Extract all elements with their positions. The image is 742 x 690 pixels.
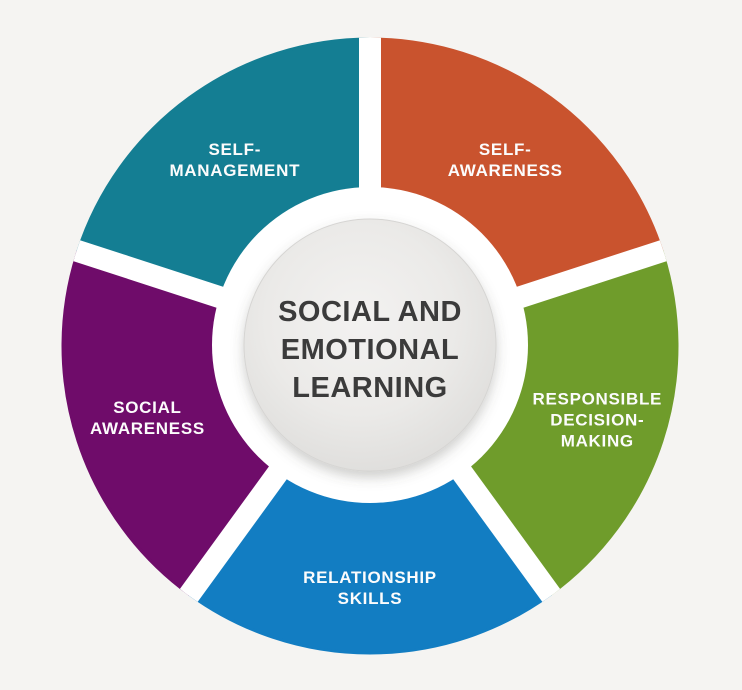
- segment-label-relationship-skills: RELATIONSHIP SKILLS: [303, 567, 437, 609]
- segment-label-line: RELATIONSHIP: [303, 568, 437, 587]
- segment-label-line: AWARENESS: [447, 160, 563, 180]
- segment-label-line: SELF-: [208, 139, 262, 159]
- segment-label-self-awareness: SELF-AWARENESS: [448, 139, 563, 181]
- center-title-line-1: SOCIAL AND: [278, 296, 462, 328]
- center-title-line-3: LEARNING: [292, 372, 448, 404]
- center-title: SOCIAL AND EMOTIONAL LEARNING: [278, 293, 462, 407]
- segment-label-line: SELF-: [478, 139, 532, 159]
- segment-label-line: DECISION-: [550, 410, 645, 430]
- segment-label-self-management: SELF-MANAGEMENT: [169, 139, 300, 181]
- segment-label-line: RESPONSIBLE: [532, 389, 663, 409]
- center-circle: [243, 218, 497, 472]
- center-title-line-2: EMOTIONAL: [280, 334, 460, 366]
- segment-label-line: AWARENESS: [89, 419, 205, 439]
- segment-label-line: MAKING: [560, 431, 634, 451]
- segment-label-line: SKILLS: [337, 589, 403, 608]
- segment-label-line: SOCIAL: [113, 398, 182, 418]
- segment-label-line: MANAGEMENT: [169, 160, 301, 180]
